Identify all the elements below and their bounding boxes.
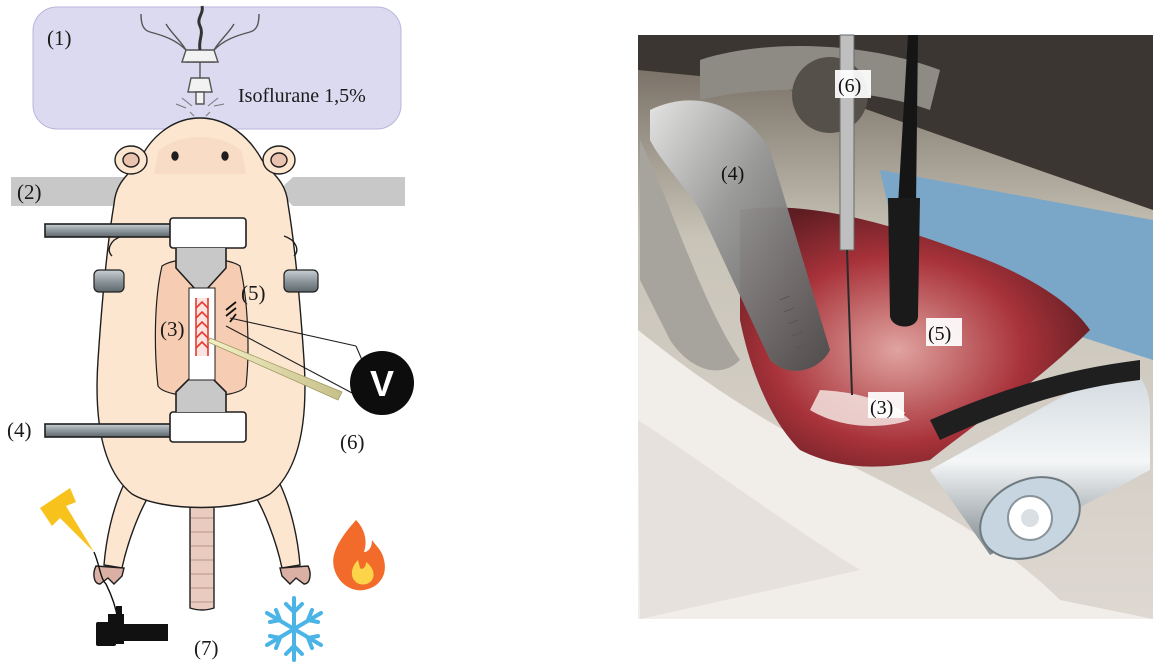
anesthesia-chamber — [33, 7, 401, 129]
svg-text:(5): (5) — [928, 323, 951, 345]
label-3: (3) — [160, 317, 185, 341]
label-5: (5) — [241, 281, 266, 305]
flame-icon — [333, 520, 385, 590]
photo-label-6: (6) — [835, 70, 871, 98]
label-2: (2) — [17, 180, 42, 204]
label-6: (6) — [340, 430, 365, 454]
photo-label-4: (4) — [721, 163, 744, 185]
voltmeter-icon: V — [350, 351, 414, 415]
spinal-cord — [189, 288, 215, 380]
label-1: (1) — [47, 26, 72, 50]
photo-recording-needle — [840, 35, 854, 250]
label-4: (4) — [7, 418, 32, 442]
lightning-icon — [40, 488, 94, 552]
photo-label-3: (3) — [868, 392, 904, 419]
svg-text:(4): (4) — [721, 163, 744, 185]
snowflake-icon — [267, 598, 321, 660]
photo-label-5: (5) — [926, 318, 962, 346]
label-7: (7) — [194, 636, 219, 660]
svg-text:(6): (6) — [838, 75, 861, 97]
svg-text:(3): (3) — [870, 397, 893, 419]
schematic-diagram: (1) Isoflurane 1,5% (2) — [7, 6, 414, 660]
electrode-plug-icon — [96, 606, 168, 646]
isoflurane-label: Isoflurane 1,5% — [238, 85, 366, 107]
surgical-photo: (6) (4) (5) (3) — [638, 35, 1153, 619]
svg-text:V: V — [370, 363, 394, 404]
